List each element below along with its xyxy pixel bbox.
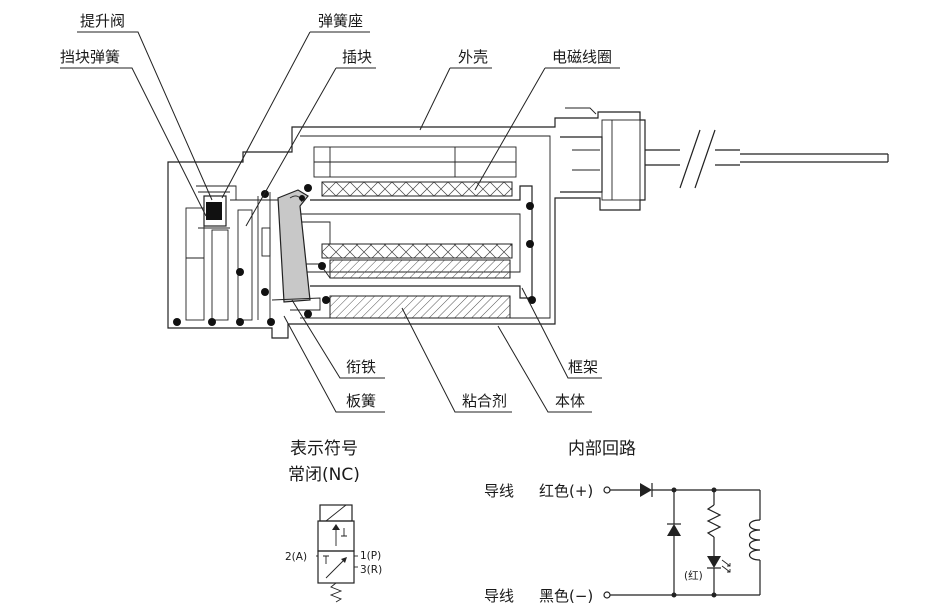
label-stopper-spring: 挡块弹簧 [60,48,120,66]
series-diode-icon [640,483,652,497]
o-ring-seals [173,184,536,326]
label-housing: 外壳 [458,48,488,66]
valve-cross-section [167,107,889,339]
label-adhesive: 粘合剂 [462,392,507,410]
leader-lines [60,31,620,413]
valve-symbol: 表示符号 常闭(NC) 2(A) 1(P) 3(R) [285,439,382,603]
circuit-title: 内部回路 [568,439,636,459]
red-wire-label: 红色(+) [539,482,593,500]
inductor-coil-icon [748,519,761,561]
resistor-icon [706,504,722,538]
label-coil: 电磁线圈 [552,48,612,66]
led-icon [707,556,721,568]
label-insert: 插块 [342,48,372,66]
port-a-label: 2(A) [285,551,307,563]
label-poppet-valve: 提升阀 [80,12,125,30]
symbol-subtitle: 常闭(NC) [288,465,360,485]
port-r-label: 3(R) [360,564,382,576]
led-color-label: (红) [684,569,703,582]
internal-circuit: 内部回路 导线 红色(+) 导线 黑色(−) ( [484,439,761,605]
red-lead-label: 导线 [484,482,514,500]
black-lead-label: 导线 [484,587,514,605]
symbol-title: 表示符号 [290,439,358,459]
label-leaf-spring: 板簧 [346,392,376,410]
label-body: 本体 [555,392,585,410]
black-wire-label: 黑色(−) [539,587,593,605]
part-labels: 提升阀 挡块弹簧 弹簧座 插块 外壳 电磁线圈 衔铁 板簧 粘合剂 框架 本体 [60,12,612,410]
label-armature: 衔铁 [346,358,376,376]
port-p-label: 1(P) [360,550,381,562]
label-spring-seat: 弹簧座 [318,12,363,30]
label-frame: 框架 [568,358,598,376]
flyback-diode-icon [667,524,681,536]
